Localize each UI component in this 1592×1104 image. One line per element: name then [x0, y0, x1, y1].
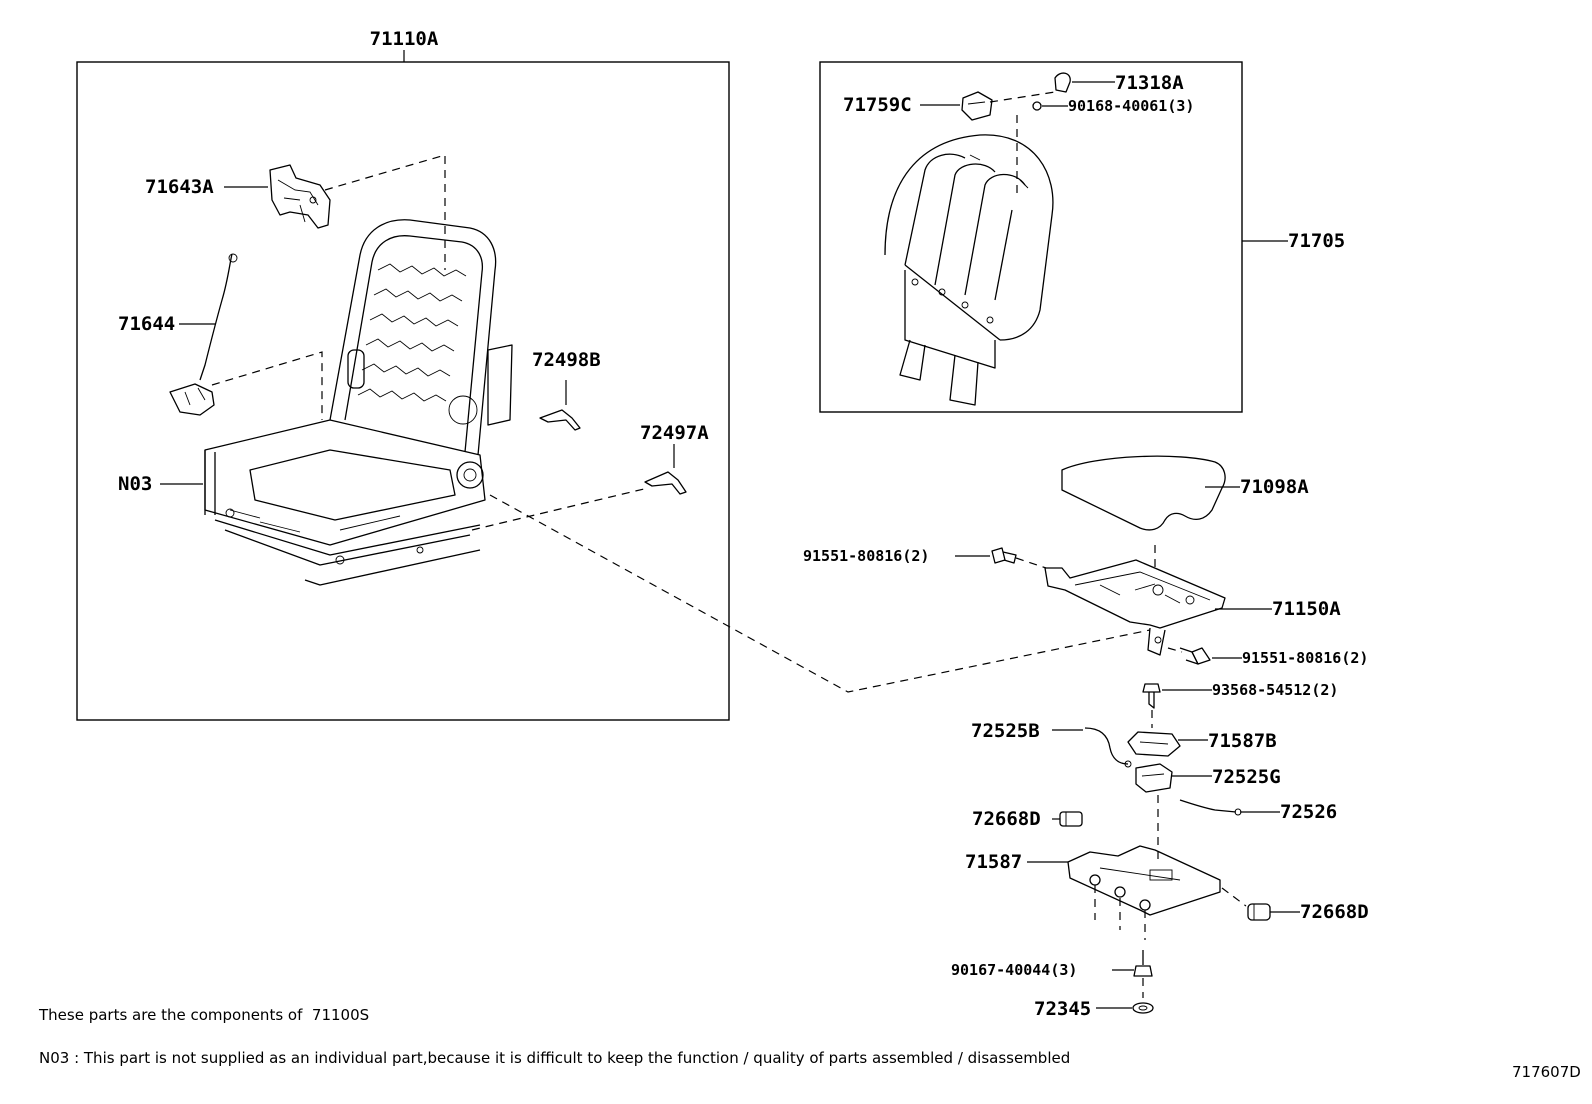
bracket-b-drawing: [1127, 731, 1181, 757]
label-72345: 72345: [1034, 998, 1091, 1020]
cover-a-drawing: [644, 471, 687, 495]
label-72668d-left: 72668D: [972, 808, 1041, 830]
diagram-id: 717607D: [1512, 1063, 1581, 1081]
label-72668d-right: 72668D: [1300, 901, 1369, 923]
n03-note: N03 : This part is not supplied as an in…: [39, 1049, 1071, 1067]
label-71318a: 71318A: [1115, 72, 1184, 94]
clip-left-drawing: [1059, 811, 1083, 827]
screw-2-drawing: [1142, 683, 1161, 709]
cable-drawing: [1179, 799, 1242, 816]
headrest-guide-drawing: [961, 91, 993, 121]
cable-g-drawing: [1135, 763, 1173, 793]
cushion-pad-drawing: [1061, 455, 1226, 531]
cover-b-drawing: [539, 409, 581, 431]
label-71644: 71644: [118, 313, 175, 335]
label-91551-right: 91551-80816(2): [1242, 649, 1368, 667]
label-72525g: 72525G: [1212, 766, 1281, 788]
label-93568-54512: 93568-54512(2): [1212, 681, 1338, 699]
hinge-part-drawing: [269, 164, 331, 229]
wire-part-drawing: [169, 253, 238, 416]
components-part-number: 71100S: [311, 1006, 370, 1024]
label-72498b: 72498B: [532, 349, 601, 371]
cushion-frame-drawing: [1044, 559, 1226, 656]
headrest-support-drawing: [1054, 72, 1071, 93]
label-91551-left: 91551-80816(2): [803, 547, 929, 565]
seat-frame-group-box: [76, 61, 730, 721]
label-71150a: 71150A: [1272, 598, 1341, 620]
label-71759c: 71759C: [843, 94, 912, 116]
label-72526: 72526: [1280, 801, 1337, 823]
screw-1-drawing: [1032, 101, 1042, 111]
seat-frame-drawing: [204, 219, 513, 586]
bolt-left-drawing: [991, 547, 1017, 564]
cable-b-drawing: [1084, 727, 1132, 768]
label-72497a: 72497A: [640, 422, 709, 444]
label-90167-40044: 90167-40044(3): [951, 961, 1077, 979]
label-71705: 71705: [1288, 230, 1345, 252]
label-71098a: 71098A: [1240, 476, 1309, 498]
grommet-drawing: [1132, 1002, 1154, 1014]
components-note: These parts are the components of 71100S: [39, 1006, 369, 1024]
label-71587: 71587: [965, 851, 1022, 873]
seatback-pad-drawing: [884, 134, 1054, 406]
label-71643a: 71643A: [145, 176, 214, 198]
seatback-group-box: [819, 61, 1243, 413]
label-90168-40061: 90168-40061(3): [1068, 97, 1194, 115]
clip-right-drawing: [1247, 903, 1271, 921]
label-n03: N03: [118, 473, 152, 495]
label-71587b: 71587B: [1208, 730, 1277, 752]
bracket-drawing: [1067, 845, 1221, 916]
label-71110a: 71110A: [370, 28, 439, 50]
bolt-right-drawing: [1179, 647, 1211, 665]
screw-3-drawing: [1133, 950, 1153, 977]
label-72525b: 72525B: [971, 720, 1040, 742]
components-note-text: These parts are the components of: [39, 1006, 303, 1024]
